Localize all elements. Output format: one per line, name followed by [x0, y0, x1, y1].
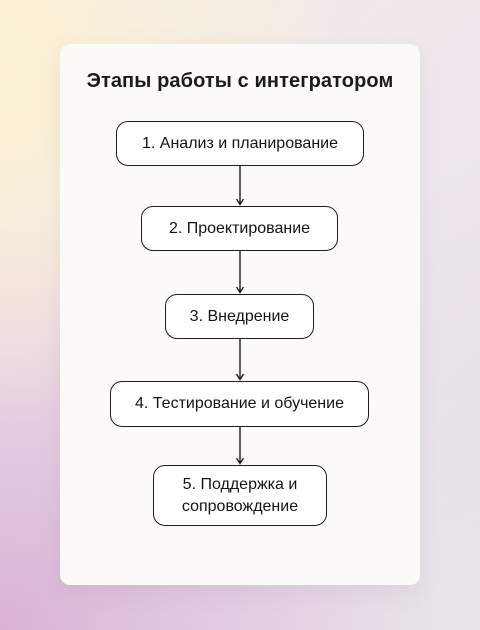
arrow-4-to-5-icon — [236, 427, 244, 465]
arrow-3-to-4-icon — [236, 339, 244, 381]
diagram-card: Этапы работы с интегратором 1. Анализ и … — [60, 44, 420, 585]
arrow-1-to-2-icon — [236, 166, 244, 206]
arrow-2-to-3-icon — [236, 251, 244, 294]
step-2-design: 2. Проектирование — [141, 206, 338, 251]
diagram-title: Этапы работы с интегратором — [86, 70, 394, 92]
step-1-analysis: 1. Анализ и планирование — [116, 121, 364, 166]
step-3-implementation: 3. Внедрение — [165, 294, 314, 339]
step-4-testing-training: 4. Тестирование и обучение — [110, 381, 369, 427]
step-5-support: 5. Поддержка и сопровождение — [153, 465, 327, 526]
